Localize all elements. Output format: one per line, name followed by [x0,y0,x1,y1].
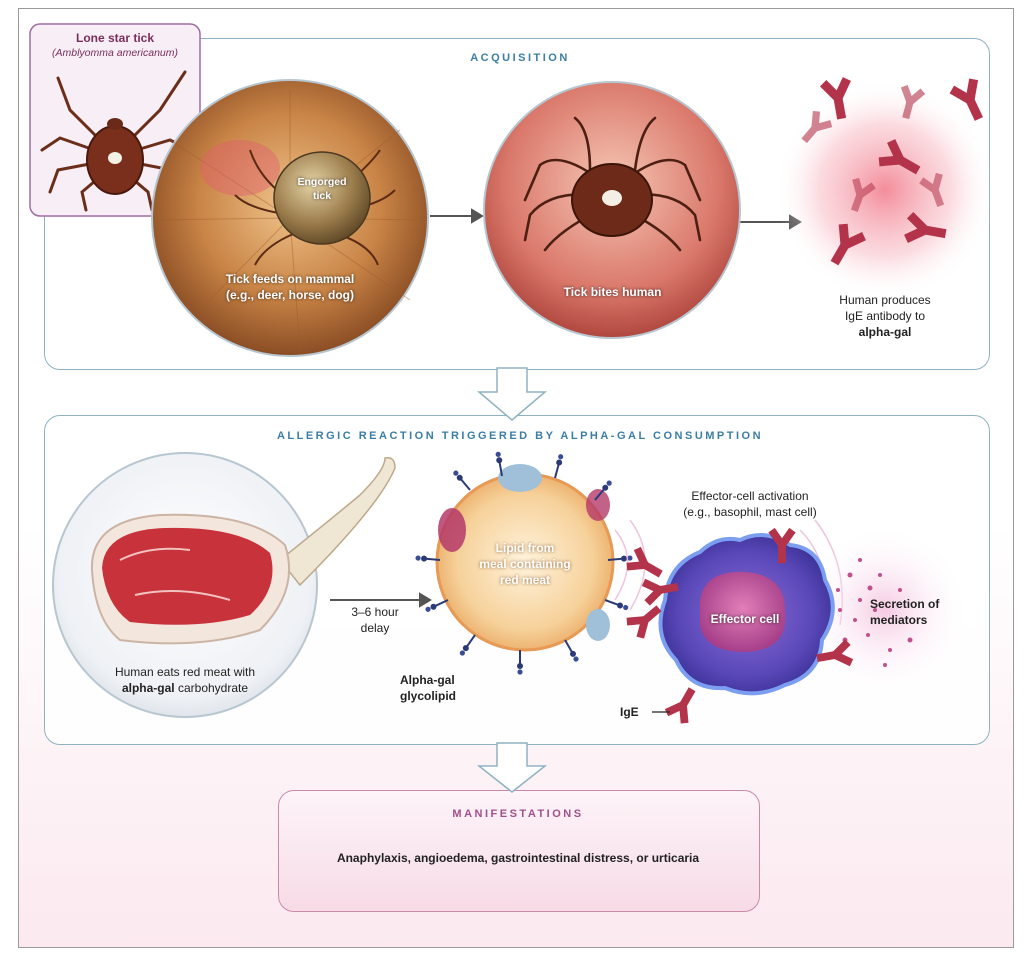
lipid-line-2: meal containing [479,557,571,572]
feeds-line-1: Tick feeds on mammal [225,272,355,286]
activation-line-1: Effector-cell activation [691,489,809,503]
effector-nucleus [700,571,786,652]
meat-line-2-rest: carbohydrate [174,681,249,696]
produces-line-2: IgE antibody to [844,309,926,324]
tick-title: Lone star tick [75,31,155,45]
acquisition-heading: ACQUISITION [470,52,570,64]
delay-line-2: delay [360,621,390,636]
manifestations-panel [278,790,760,912]
ige-label: IgE [620,705,639,719]
meat-line-1: Human eats red meat with [114,665,256,679]
manifestations-heading: MANIFESTATIONS [452,808,584,820]
meat-bold: alpha-gal [121,681,175,696]
effector-cell-label: Effector cell [710,612,780,626]
down-arrow-2 [476,742,548,793]
glycolipid-label: Alpha-gal glycolipid [400,672,480,704]
tick-species: (Amblyomma americanum) [51,47,179,59]
chop-bone [278,456,396,587]
glycolipid-line-1: Alpha-gal [400,673,455,687]
lipid-line-3: red meat [499,573,551,588]
produces-line-1: Human produces [839,293,931,307]
mediator-granules [836,558,913,667]
human-produces-label: Human produces IgE antibody to alpha-gal [810,292,960,341]
lipid-line-1: Lipid from [495,541,555,555]
delay-label: 3–6 hour delay [335,604,415,636]
activation-line-2: (e.g., basophil, mast cell) [683,505,817,520]
feeds-line-2: (e.g., deer, horse, dog) [225,287,355,302]
lipid-label: Lipid from meal containing red meat [470,540,580,589]
produces-line-3: alpha-gal [858,325,912,340]
engorged-label-1: Engorged [297,176,347,188]
secretion-label: Secretion of mediators [870,596,980,628]
activation-label: Effector-cell activation (e.g., basophil… [650,488,850,520]
delay-line-1: 3–6 hour [351,605,399,619]
red-meat [102,527,273,625]
meat-label: Human eats red meat with alpha-gal carbo… [95,664,275,696]
secretion-line-1: Secretion of [870,597,940,611]
reaction-heading: ALLERGIC REACTION TRIGGERED BY ALPHA-GAL… [276,430,764,442]
engorged-label: Engorged tick [290,176,354,203]
secretion-line-2: mediators [870,613,928,628]
manifestations-text: Anaphylaxis, angioedema, gastrointestina… [336,851,700,865]
ige-antibody-cloud [775,80,995,300]
engorged-tick [273,151,371,245]
glycolipid-line-2: glycolipid [400,689,457,704]
engorged-label-2: tick [312,189,332,202]
feeds-on-mammal-label: Tick feeds on mammal (e.g., deer, horse,… [195,272,385,303]
tick-bites-human-label: Tick bites human [563,285,662,299]
down-arrow-1 [476,367,548,421]
